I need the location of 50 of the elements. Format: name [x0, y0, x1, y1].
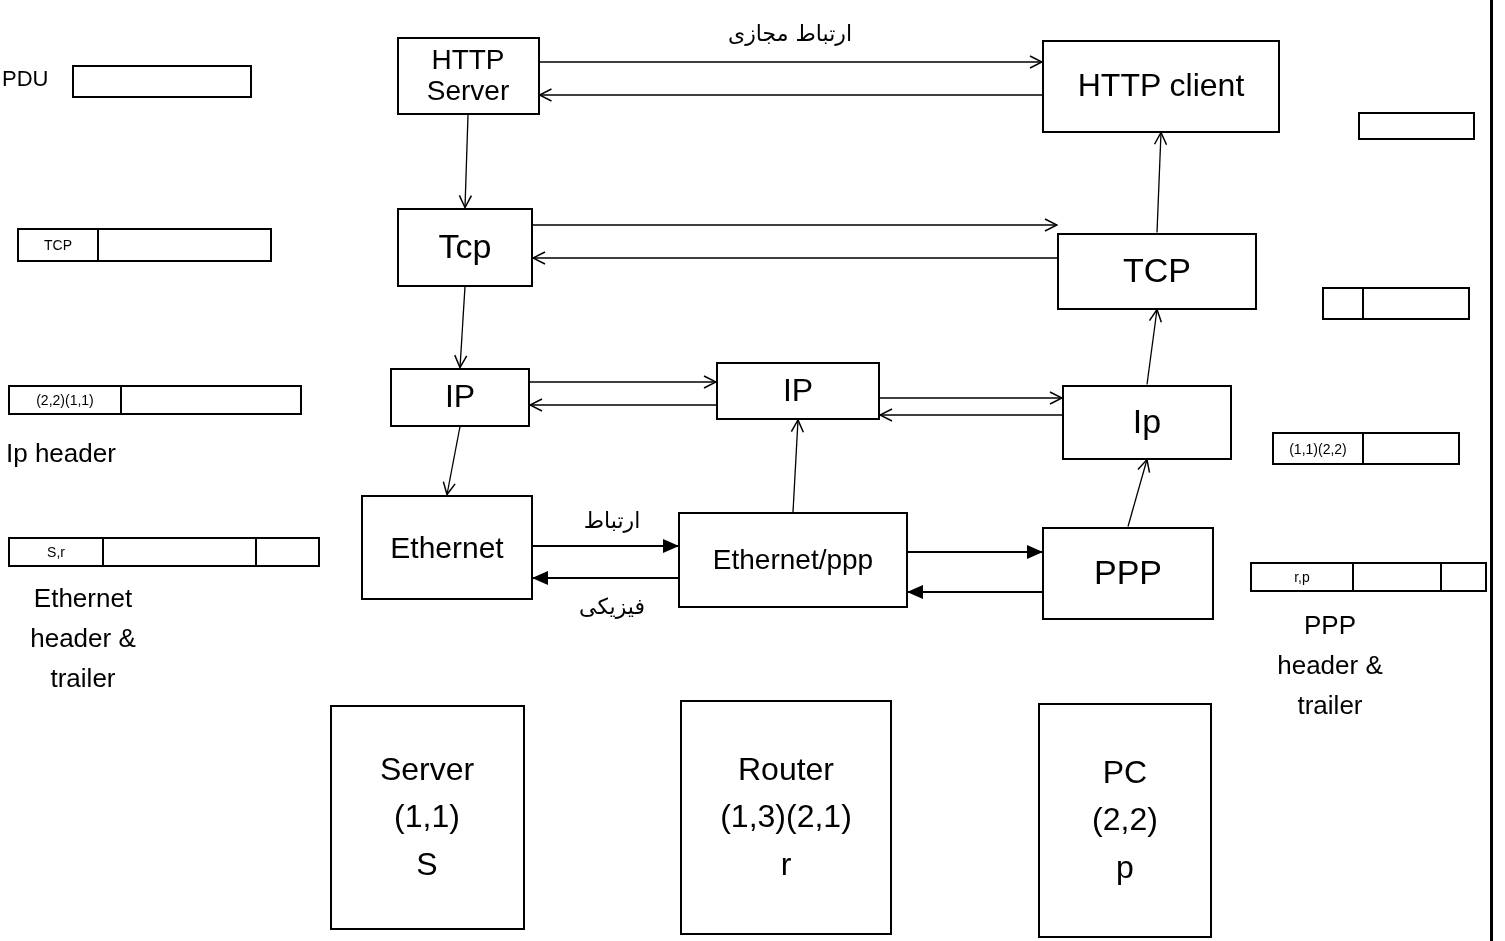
arrow [532, 571, 679, 585]
arrow [907, 585, 1043, 599]
device-name: Server [379, 752, 475, 788]
header-field: (1,1)(2,2) [1274, 434, 1362, 463]
arrow [529, 375, 717, 389]
layer-box: PPP [1042, 526, 1214, 620]
arrow [442, 425, 461, 496]
arrow [1146, 308, 1163, 386]
arrow [532, 251, 1058, 265]
header-caption: Ethernet header & trailer [29, 582, 137, 695]
arrow [454, 285, 468, 369]
header-field: TCP [19, 230, 97, 260]
arrow [1127, 458, 1151, 528]
header-field: (2,2)(1,1) [10, 387, 120, 413]
arrow [538, 88, 1043, 102]
arrow [879, 391, 1063, 405]
arrow [790, 419, 805, 513]
device-letter: S [416, 846, 438, 882]
arrow [458, 114, 473, 209]
arrow [907, 545, 1043, 559]
address-label: (1,1) [394, 799, 460, 835]
device-box [329, 704, 525, 930]
layer-box: Tcp [397, 207, 533, 287]
arrow [529, 398, 717, 412]
layer-box: TCP [1057, 232, 1257, 310]
arrow [879, 408, 1063, 422]
device-box [1038, 702, 1212, 938]
layer-box: HTTP Server [396, 37, 540, 115]
device-box [680, 699, 892, 935]
arrow [1153, 131, 1168, 234]
layer-box: IP [716, 362, 880, 420]
row-label: PDU [2, 66, 49, 92]
header-field: S,r [10, 539, 102, 565]
arrow [532, 218, 1058, 232]
layer-box: HTTP client [1042, 39, 1280, 133]
header-caption: Ip header [6, 438, 116, 469]
address-label: (1,3)(2,1) [720, 799, 852, 835]
layer-box: Ethernet [361, 494, 533, 600]
device-name: Router [737, 752, 834, 788]
layer-box: Ethernet/ppp [678, 512, 908, 608]
device-letter: r [780, 846, 792, 882]
layer-box: Ip [1062, 384, 1232, 460]
layer-box: IP [390, 367, 530, 427]
header-caption: PPP header & trailer [1276, 609, 1384, 722]
device-name: PC [1102, 755, 1148, 791]
header-field: r,p [1252, 564, 1352, 590]
address-label: (2,2) [1092, 802, 1158, 838]
device-letter: p [1116, 849, 1134, 885]
arrow [538, 55, 1043, 69]
arrow [532, 539, 679, 553]
